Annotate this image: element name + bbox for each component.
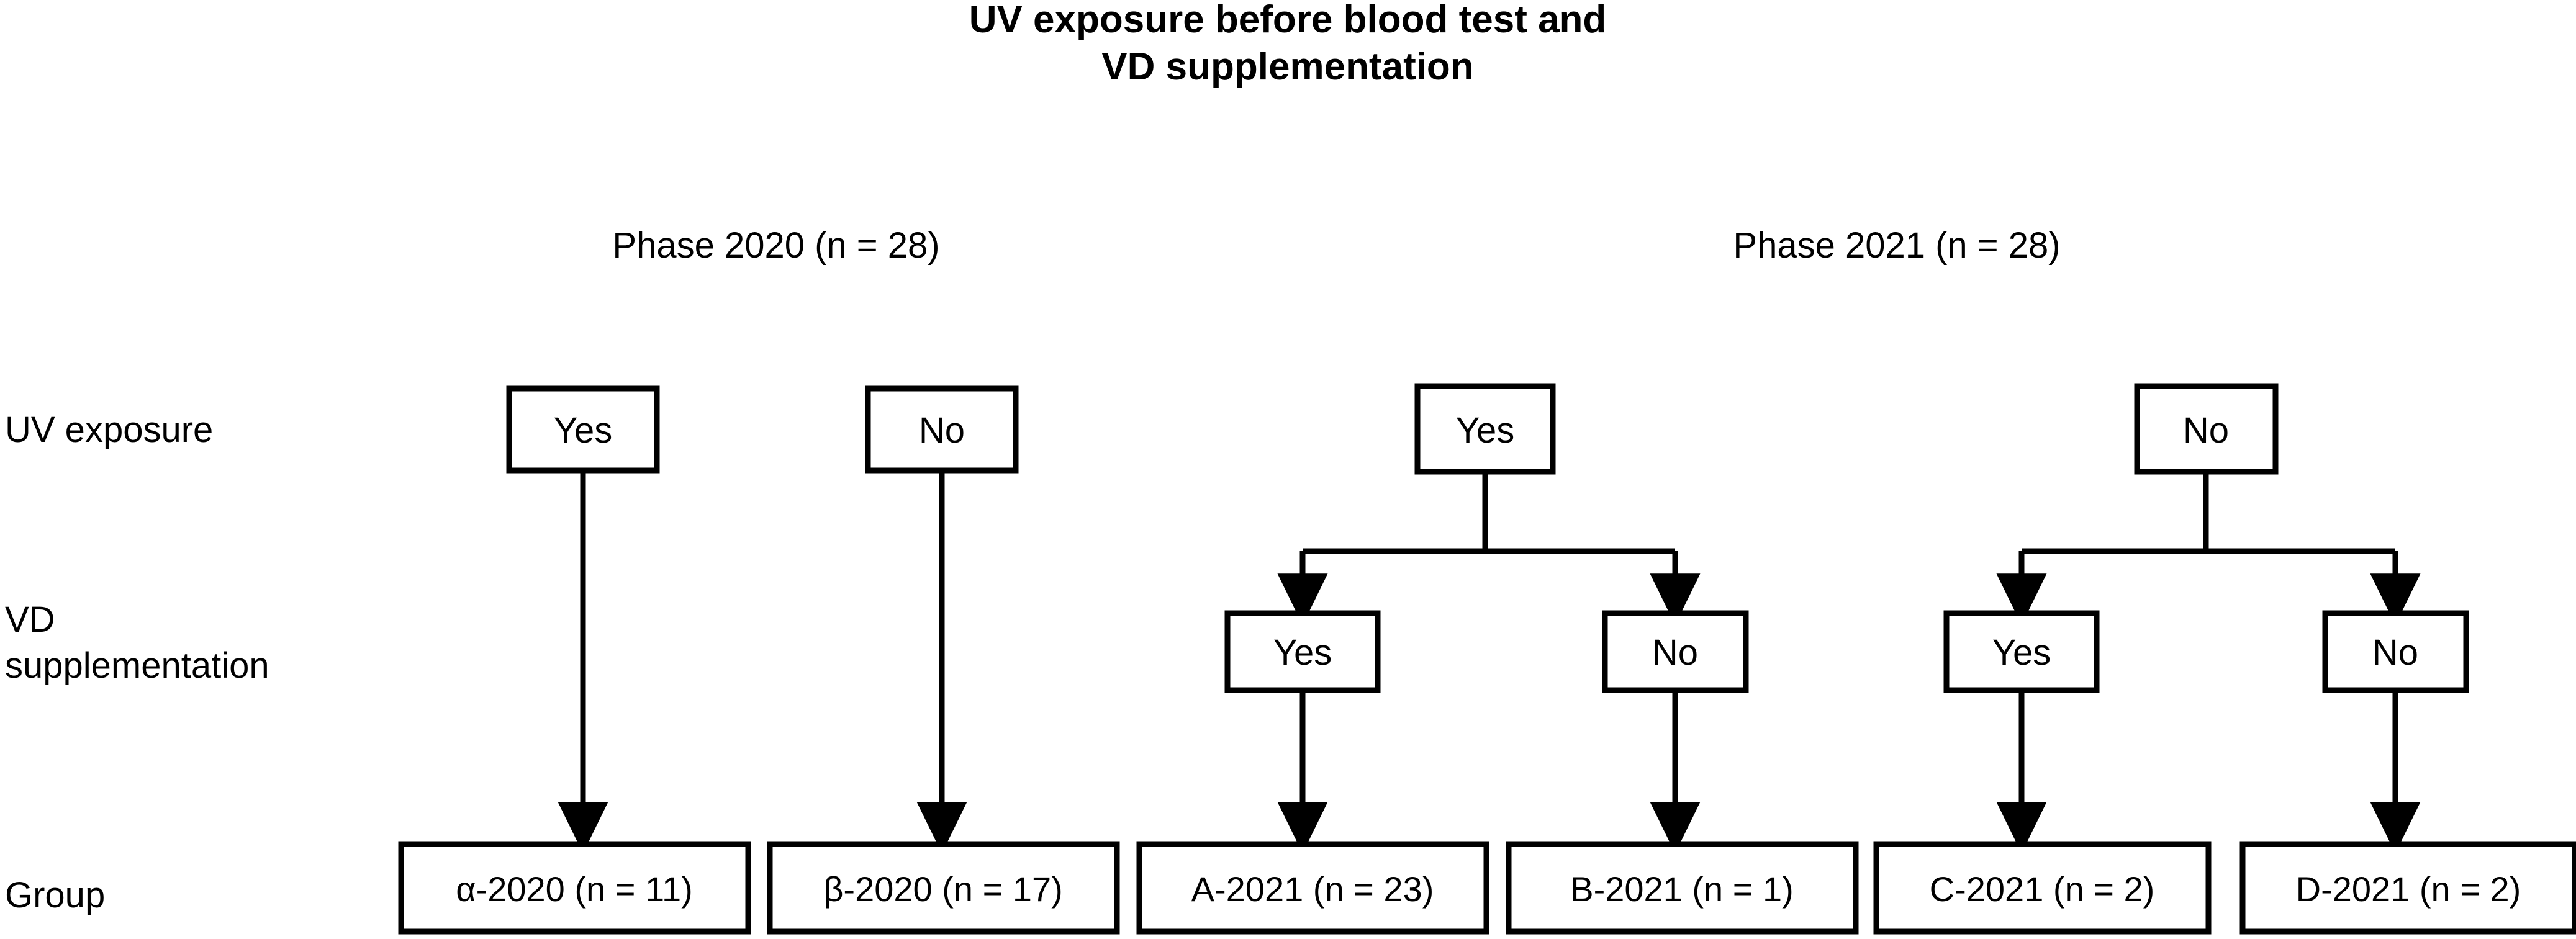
row-label-group: Group <box>5 875 105 915</box>
vd-node-no-d2021-label: No <box>2372 632 2418 673</box>
phase-header-2021: Phase 2021 (n = 28) <box>1733 225 2060 266</box>
vd-node-no-b2021[interactable]: No <box>1602 610 1749 693</box>
uv-node-yes-2020[interactable]: Yes <box>506 385 660 474</box>
group-node-c-2021[interactable]: C-2021 (n = 2) <box>1873 841 2212 935</box>
group-node-c-2021-box[interactable] <box>1873 841 2212 935</box>
uv-node-no-2021-label: No <box>2183 410 2229 451</box>
vd-node-no-b2021-box[interactable] <box>1602 610 1749 693</box>
uv-node-yes-2021[interactable]: Yes <box>1414 383 1556 475</box>
uv-node-no-2020-box[interactable] <box>865 385 1019 474</box>
group-node-b-2021[interactable]: B-2021 (n = 1) <box>1506 841 1859 935</box>
vd-node-no-d2021[interactable]: No <box>2322 610 2469 693</box>
uv-node-no-2021[interactable]: No <box>2134 383 2279 475</box>
uv-node-no-2020-label: No <box>919 410 965 451</box>
figure-title-line1: UV exposure before blood test and <box>969 0 1607 41</box>
group-node-b-2021-box[interactable] <box>1506 841 1859 935</box>
vd-node-no-b2021-label: No <box>1652 632 1698 673</box>
vd-node-yes-c2021-label: Yes <box>1992 632 2051 673</box>
group-node-beta-2020-label: β-2020 (n = 17) <box>823 869 1063 909</box>
group-node-d-2021-box[interactable] <box>2239 841 2576 935</box>
uv-node-yes-2020-label: Yes <box>554 410 613 451</box>
uv-node-no-2020[interactable]: No <box>865 385 1019 474</box>
vd-node-yes-a2021-label: Yes <box>1273 632 1332 673</box>
group-node-beta-2020-box[interactable] <box>767 841 1120 935</box>
group-node-alpha-2020-label: α-2020 (n = 11) <box>456 869 693 909</box>
group-node-a-2021-box[interactable] <box>1136 841 1489 935</box>
group-node-alpha-2020[interactable]: α-2020 (n = 11) <box>398 841 751 935</box>
vd-node-yes-c2021-box[interactable] <box>1943 610 2100 693</box>
group-node-a-2021[interactable]: A-2021 (n = 23) <box>1136 841 1489 935</box>
row-label-vd-supplementation-line1: VD <box>5 600 55 640</box>
group-node-a-2021-label: A-2021 (n = 23) <box>1191 869 1434 909</box>
vd-node-yes-a2021[interactable]: Yes <box>1224 610 1381 693</box>
group-node-b-2021-label: B-2021 (n = 1) <box>1570 869 1794 909</box>
uv-node-no-2021-box[interactable] <box>2134 383 2279 475</box>
uv-node-yes-2021-label: Yes <box>1456 410 1515 451</box>
row-label-vd-supplementation-line2: supplementation <box>5 645 269 686</box>
group-node-beta-2020[interactable]: β-2020 (n = 17) <box>767 841 1120 935</box>
figure-title-line2: VD supplementation <box>1101 45 1473 88</box>
group-node-alpha-2020-box[interactable] <box>398 841 751 935</box>
group-node-c-2021-label: C-2021 (n = 2) <box>1930 869 2155 909</box>
vd-node-yes-c2021[interactable]: Yes <box>1943 610 2100 693</box>
phase-header-2020: Phase 2020 (n = 28) <box>612 225 939 266</box>
group-node-d-2021[interactable]: D-2021 (n = 2) <box>2239 841 2576 935</box>
group-node-d-2021-label: D-2021 (n = 2) <box>2296 869 2521 909</box>
uv-node-yes-2021-box[interactable] <box>1414 383 1556 475</box>
row-label-uv-exposure: UV exposure <box>5 410 213 450</box>
